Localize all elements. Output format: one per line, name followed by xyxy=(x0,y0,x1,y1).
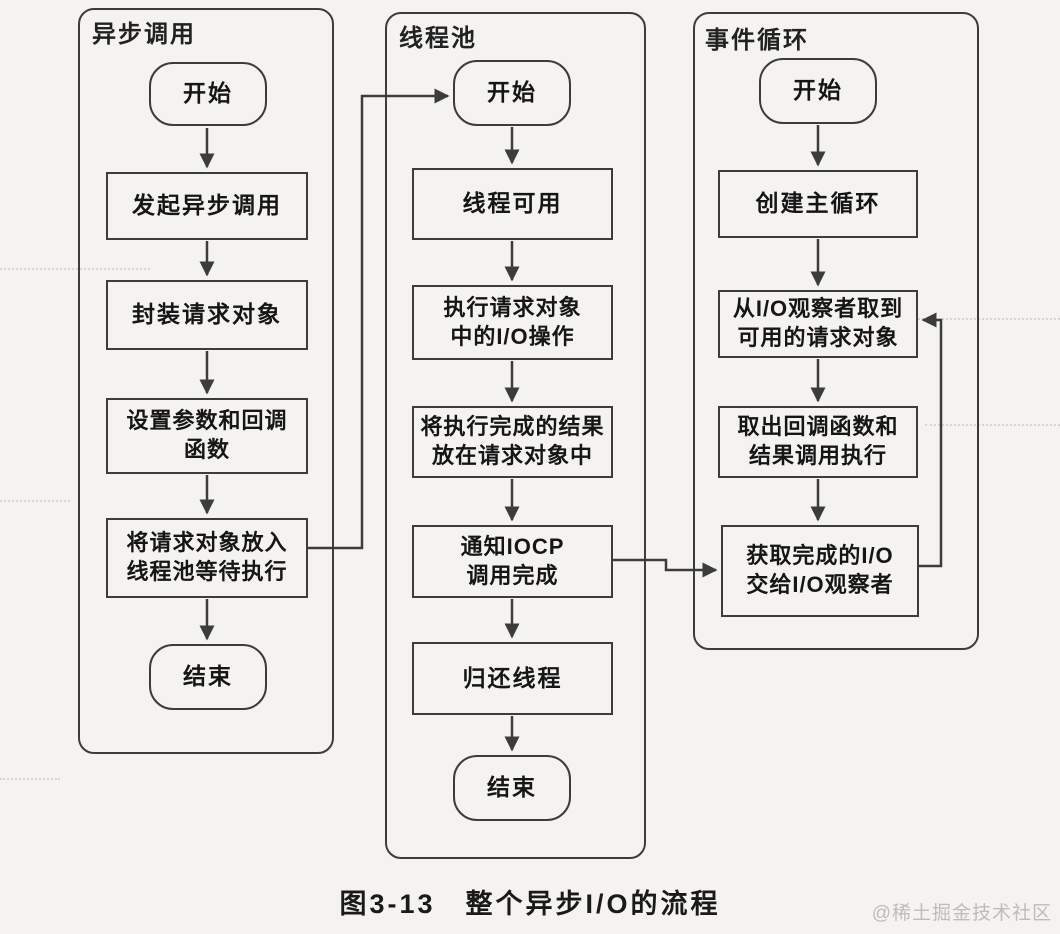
node-put-into-threadpool: 将请求对象放入 线程池等待执行 xyxy=(106,518,308,598)
panel-thread-pool-title: 线程池 xyxy=(399,25,477,52)
node-thread-available: 线程可用 xyxy=(412,168,613,240)
node-async-start: 开始 xyxy=(149,62,267,126)
node-fetch-request-from-io-observer: 从I/O观察者取到 可用的请求对象 xyxy=(718,290,918,358)
panel-thread-pool xyxy=(385,12,646,859)
panel-event-loop xyxy=(693,12,979,650)
scan-artifact xyxy=(0,778,60,780)
node-execute-io-operation: 执行请求对象 中的I/O操作 xyxy=(412,285,613,360)
scan-artifact xyxy=(0,268,150,270)
scan-artifact xyxy=(925,424,1060,426)
node-return-thread: 归还线程 xyxy=(412,642,613,715)
panel-async-call-title: 异步调用 xyxy=(92,21,196,48)
node-create-main-loop: 创建主循环 xyxy=(718,170,918,238)
scan-artifact xyxy=(905,318,1060,320)
panel-async-call xyxy=(78,8,334,754)
node-deliver-completed-io-to-observer: 获取完成的I/O 交给I/O观察者 xyxy=(721,525,919,617)
scan-artifact xyxy=(0,500,70,502)
node-pool-start: 开始 xyxy=(453,60,571,126)
watermark-text: @稀土掘金技术社区 xyxy=(871,903,1052,924)
node-take-callback-and-execute: 取出回调函数和 结果调用执行 xyxy=(718,406,918,478)
node-pool-end: 结束 xyxy=(453,755,571,821)
panel-event-loop-title: 事件循环 xyxy=(705,27,809,54)
node-notify-iocp-complete: 通知IOCP 调用完成 xyxy=(412,525,613,598)
node-loop-start: 开始 xyxy=(759,58,877,124)
node-initiate-async-call: 发起异步调用 xyxy=(106,172,308,240)
figure-caption: 图3-13 整个异步I/O的流程 xyxy=(339,889,721,919)
node-set-params-callback: 设置参数和回调 函数 xyxy=(106,398,308,474)
node-wrap-request-object: 封装请求对象 xyxy=(106,280,308,350)
node-store-result-in-request: 将执行完成的结果 放在请求对象中 xyxy=(412,406,613,478)
node-async-end: 结束 xyxy=(149,644,267,710)
